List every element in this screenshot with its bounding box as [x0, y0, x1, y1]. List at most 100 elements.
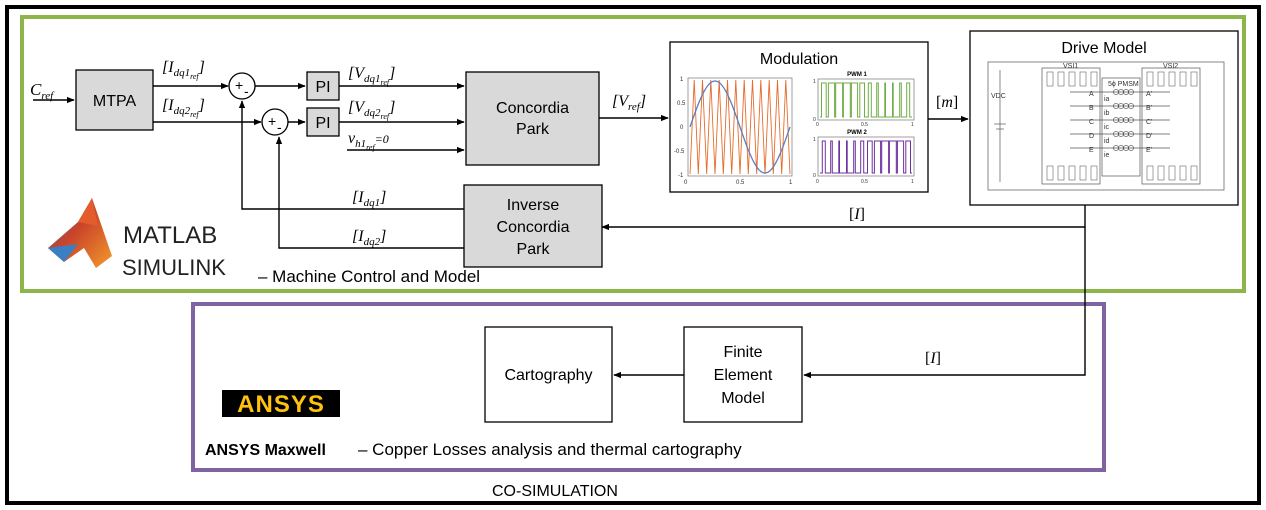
upper-switch: [1068, 71, 1076, 87]
pwm2-ytick-0: 1: [813, 137, 816, 143]
vsi2-label: VSI2: [1163, 63, 1178, 70]
upper-switch: [1146, 71, 1154, 87]
mod-ytick-0: 1: [680, 77, 684, 83]
lower-switch: [1079, 165, 1087, 181]
phase-e-label: E: [1089, 147, 1094, 154]
pwm1-ytick-1: 0: [813, 117, 816, 123]
cartography-label: Cartography: [504, 367, 592, 384]
pwm1-xtick-0: 0: [816, 122, 819, 128]
current-b-label: ib: [1104, 110, 1110, 117]
cosimulation-label: CO-SIMULATION: [492, 483, 618, 500]
winding-loop: [1128, 117, 1134, 123]
mod-xtick-0: 0: [684, 180, 688, 186]
phase-c-label: C: [1089, 119, 1094, 126]
winding-loop: [1128, 131, 1134, 137]
pwm1-signal: [820, 82, 912, 118]
inverse-concordia-park-block: [463, 184, 603, 268]
lower-switch: [1046, 165, 1054, 181]
vdc-label: VDC: [991, 93, 1006, 100]
matlab-logo: [48, 198, 112, 268]
inv-label-3: Park: [517, 241, 551, 258]
phase-b2-label: B': [1146, 105, 1152, 112]
pwm1-xtick-1: 0.5: [861, 122, 868, 128]
modulation-title: Modulation: [760, 51, 838, 68]
pwm1-plot-frame: [817, 78, 915, 121]
drive-model-block: [969, 30, 1239, 206]
phase-b-label: B: [1089, 105, 1094, 112]
pi2-label: PI: [315, 115, 330, 132]
upper-switch: [1179, 71, 1187, 87]
pwm-trace: [820, 82, 912, 118]
ansys-logo: [222, 390, 340, 417]
pwm2-label: PWM 2: [847, 130, 867, 136]
current-d-label: id: [1104, 138, 1110, 145]
lower-switch: [1179, 165, 1187, 181]
carrier-wave: [689, 79, 791, 175]
sum2-plus: +: [268, 113, 276, 129]
upper-switch: [1090, 71, 1098, 87]
fem-label-2: Element: [714, 367, 773, 384]
i-feedback-label: [I]: [849, 206, 865, 223]
mod-xtick-2: 1: [789, 180, 793, 186]
vsi1-label: VSI1: [1063, 63, 1078, 70]
lower-switch: [1068, 165, 1076, 181]
inverter-switches: [1046, 71, 1198, 181]
mtpa-label: MTPA: [93, 93, 137, 110]
mtpa-block: [75, 69, 154, 131]
sum2-minus: -: [277, 119, 282, 135]
current-to-fem-wire: [803, 227, 1086, 379]
mod-xtick-1: 0.5: [736, 180, 745, 186]
pwm2-plot-frame: [817, 136, 915, 177]
m-label: [m]: [936, 94, 958, 111]
winding-loop: [1128, 145, 1134, 151]
inv-label-1: Inverse: [507, 197, 560, 214]
upper-switch: [1057, 71, 1065, 87]
pi1-label: PI: [315, 79, 330, 96]
pwm1-ytick-0: 1: [813, 79, 816, 85]
mod-ytick-2: 0: [680, 125, 684, 131]
mod-ytick-4: -1: [678, 173, 684, 179]
winding-loop: [1128, 103, 1134, 109]
pwm2-ytick-1: 0: [813, 173, 816, 179]
pwm2-signal: [820, 140, 912, 174]
lower-switch: [1168, 165, 1176, 181]
upper-switch: [1190, 71, 1198, 87]
inverter-schematic: [987, 61, 1225, 191]
fem-label-1: Finite: [723, 344, 762, 361]
c-ref-label: Cref: [30, 80, 55, 102]
current-e-label: ie: [1104, 152, 1110, 159]
pwm-trace: [820, 140, 912, 174]
idq2-feedback-wire: [275, 136, 464, 249]
sum1-plus: +: [235, 77, 243, 93]
winding-loop: [1128, 89, 1134, 95]
pwm2-xtick-2: 1: [911, 179, 914, 185]
pmsm-windings: [1113, 89, 1134, 151]
matlab-logo-text: MATLAB: [123, 222, 217, 249]
lower-switch: [1090, 165, 1098, 181]
carrier-triangle: [689, 79, 791, 175]
phase-d2-label: D': [1146, 133, 1152, 140]
lower-switch: [1190, 165, 1198, 181]
modulation-plot-frame: [687, 77, 793, 177]
mod-ytick-3: -0.5: [674, 149, 685, 155]
upper-switch: [1157, 71, 1165, 87]
ansys-caption-bold: ANSYS Maxwell: [205, 442, 326, 459]
phase-d-label: D: [1089, 133, 1094, 140]
pwm2-xtick-1: 0.5: [861, 179, 868, 185]
park-label-2: Park: [516, 121, 550, 138]
sine-reference: [689, 80, 791, 174]
pwm1-xtick-2: 1: [911, 122, 914, 128]
drive-model-title: Drive Model: [1061, 40, 1146, 57]
concordia-park-block: [465, 71, 600, 166]
current-c-label: ic: [1104, 124, 1110, 131]
lower-switch: [1146, 165, 1154, 181]
mod-ytick-1: 0.5: [677, 101, 686, 107]
park-label-1: Concordia: [496, 100, 569, 117]
current-a-label: ia: [1104, 96, 1110, 103]
upper-switch: [1046, 71, 1054, 87]
fem-label-3: Model: [721, 390, 765, 407]
i-ansys-label: [I]: [925, 350, 941, 367]
pwm1-label: PWM 1: [847, 72, 867, 78]
simulink-logo-text: SIMULINK: [122, 255, 226, 280]
